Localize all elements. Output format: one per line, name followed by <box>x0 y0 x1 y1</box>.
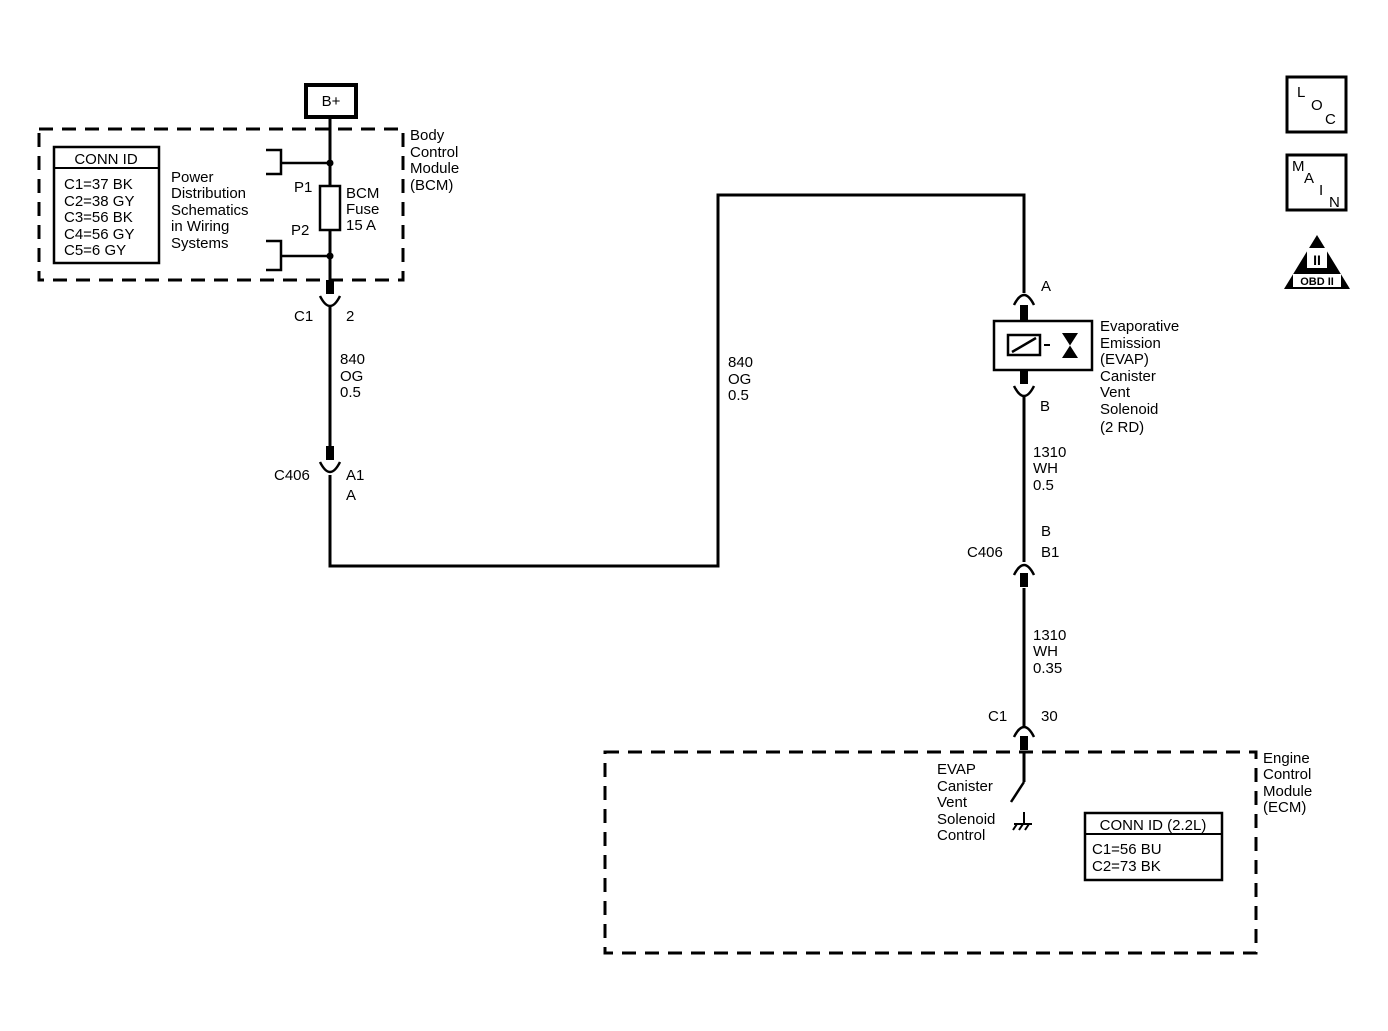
wire-1310-lower-3: 0.35 <box>1033 660 1062 677</box>
wire-840-label-1: 840 <box>340 351 365 368</box>
p1-bracket <box>266 148 330 176</box>
control-switch-icon <box>1009 781 1026 803</box>
battery-terminal: B+ <box>304 83 358 119</box>
evap-name-2: Emission <box>1100 335 1161 352</box>
c406-left-pin-a1: A1 <box>346 467 364 484</box>
bcm-conn-id-row: C5=6 GY <box>64 242 126 259</box>
evap-name-6: Solenoid <box>1100 401 1158 418</box>
wire-840-right-label-2: OG <box>728 371 751 388</box>
loc-letter-l: L <box>1297 84 1305 101</box>
ecm-conn-id-title: CONN ID (2.2L) <box>1100 817 1207 834</box>
bcm-c1-connector: C1 2 <box>294 280 354 325</box>
wire-840-label-2: OG <box>340 368 363 385</box>
bcm-fuse <box>318 184 342 232</box>
main-letter-n: N <box>1329 194 1340 211</box>
bcm-label-4: (BCM) <box>410 177 453 194</box>
wire-840-right-label-1: 840 <box>728 354 753 371</box>
c406-right-label: C406 <box>967 544 1003 561</box>
ecm-label-3: Module <box>1263 783 1312 800</box>
bcm-label-3: Module <box>410 160 459 177</box>
evap-name-1: Evaporative <box>1100 318 1179 335</box>
wire-1310-lower-2: WH <box>1033 643 1058 660</box>
evap-name-3: (EVAP) <box>1100 351 1149 368</box>
wire-1310-upper-1: 1310 <box>1033 444 1066 461</box>
power-note-1: Power <box>171 169 214 186</box>
bcm-label-1: Body <box>410 127 445 144</box>
solenoid-coil-icon <box>1006 333 1042 357</box>
main-letter-a: A <box>1304 170 1314 187</box>
bcm-c1-label: C1 <box>294 308 313 325</box>
wire-1310-lower-1: 1310 <box>1033 627 1066 644</box>
ecm-label-4: (ECM) <box>1263 799 1306 816</box>
control-label-5: Control <box>937 827 985 844</box>
evap-solenoid-body <box>992 319 1094 372</box>
p2-bracket <box>266 239 330 272</box>
control-label-3: Vent <box>937 794 968 811</box>
fuse-label-3: 15 A <box>346 217 376 234</box>
ecm-c1-pin: 30 <box>1041 708 1058 725</box>
evap-solenoid: A B Evaporative Emission (EVAP) Canister… <box>992 278 1179 436</box>
c406-right-pin-b1: B1 <box>1041 544 1059 561</box>
c406-left-label: C406 <box>274 467 310 484</box>
ecm-conn-id-row: C2=73 BK <box>1092 858 1161 875</box>
evap-name-4: Canister <box>1100 368 1156 385</box>
bcm-conn-id-row: C2=38 GY <box>64 193 134 210</box>
ground-icon <box>1012 812 1032 831</box>
bcm-label-2: Control <box>410 144 458 161</box>
bcm-conn-id-row: C3=56 BK <box>64 209 133 226</box>
obd-mark: II <box>1313 252 1321 268</box>
power-note-4: in Wiring <box>171 218 229 235</box>
c406-right-pin-b: B <box>1041 523 1051 540</box>
bcm-conn-id-row: C1=37 BK <box>64 176 133 193</box>
loc-letter-c: C <box>1325 111 1336 128</box>
obd-label: OBD II <box>1300 276 1334 288</box>
p2-label: P2 <box>291 222 309 239</box>
ecm-label-2: Control <box>1263 766 1311 783</box>
ecm-c1-connector: C1 30 <box>988 708 1058 750</box>
loc-letter-o: O <box>1311 97 1323 114</box>
ecm-c1-label: C1 <box>988 708 1007 725</box>
fuse-label-1: BCM <box>346 185 379 202</box>
evap-pin-a: A <box>1041 278 1051 295</box>
evap-name-7: (2 RD) <box>1100 419 1144 436</box>
obd-ii-icon[interactable]: II OBD II <box>1284 235 1350 289</box>
c406-left-connector: C406 A1 A <box>274 446 364 504</box>
power-note-2: Distribution <box>171 185 246 202</box>
bcm-conn-id-table: CONN ID C1=37 BK C2=38 GY C3=56 BK C4=56… <box>52 145 161 265</box>
loc-icon[interactable]: L O C <box>1285 75 1348 134</box>
wire-1310-upper-3: 0.5 <box>1033 477 1054 494</box>
ecm-label-1: Engine <box>1263 750 1310 767</box>
p1-label: P1 <box>294 179 312 196</box>
battery-label: B+ <box>322 93 341 110</box>
ecm-boundary <box>603 750 1258 955</box>
bcm-module: Body Control Module (BCM) CONN ID C1=37 … <box>37 127 459 282</box>
control-label-4: Solenoid <box>937 811 995 828</box>
main-letter-i: I <box>1319 182 1323 199</box>
evap-name-5: Vent <box>1100 384 1131 401</box>
power-note-3: Schematics <box>171 202 249 219</box>
evap-pin-b: B <box>1040 398 1050 415</box>
bcm-c1-pin: 2 <box>346 308 354 325</box>
fuse-label-2: Fuse <box>346 201 379 218</box>
main-icon[interactable]: M A I N <box>1285 153 1348 212</box>
c406-right-connector: C406 B B1 <box>967 523 1059 587</box>
control-label-1: EVAP <box>937 761 976 778</box>
wire-840-label-3: 0.5 <box>340 384 361 401</box>
bcm-boundary <box>37 127 405 282</box>
bcm-conn-id-row: C4=56 GY <box>64 226 134 243</box>
power-note-5: Systems <box>171 235 229 252</box>
c406-left-pin-a: A <box>346 487 356 504</box>
control-label-2: Canister <box>937 778 993 795</box>
valve-icon <box>1062 333 1078 358</box>
wire-840-right-label-3: 0.5 <box>728 387 749 404</box>
main-letter-m: M <box>1292 158 1305 175</box>
ecm-conn-id-row: C1=56 BU <box>1092 841 1162 858</box>
ecm-module: Engine Control Module (ECM) EVAP Caniste… <box>603 750 1312 955</box>
ecm-conn-id-table: CONN ID (2.2L) C1=56 BU C2=73 BK <box>1083 811 1224 882</box>
wire-1310-upper-2: WH <box>1033 460 1058 477</box>
bcm-conn-id-title: CONN ID <box>74 151 138 168</box>
